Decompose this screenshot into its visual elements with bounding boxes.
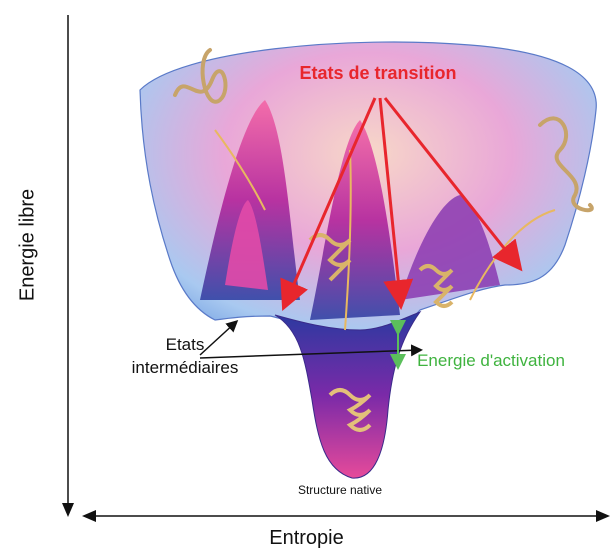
native-structure-icon [328, 388, 372, 432]
activation-energy-label: Energie d'activation [417, 351, 565, 370]
barrier-peak-left [200, 100, 300, 300]
transition-states-label: Etats de transition [299, 63, 457, 83]
barrier-peak-center [310, 120, 400, 320]
barrier-peak-small [225, 200, 268, 290]
barrier-peak-right [400, 195, 500, 300]
unfolded-chain-left-icon [173, 48, 228, 104]
folded-helix-right-icon [418, 264, 454, 308]
x-axis-left-arrowhead [82, 510, 96, 522]
intermediate-states-label: Etats intermédiaires [131, 335, 239, 377]
unfolded-chain-right-icon [538, 116, 594, 213]
y-axis-label: Energie libre [16, 188, 39, 302]
native-structure-label: Structure native [297, 483, 383, 497]
x-axis-right-arrowhead [596, 510, 610, 522]
y-axis-arrowhead [62, 503, 74, 517]
x-axis-label: Entropie [269, 527, 344, 549]
transition-state-arrows [280, 97, 523, 312]
intermediate-state-arrows [199, 319, 423, 359]
